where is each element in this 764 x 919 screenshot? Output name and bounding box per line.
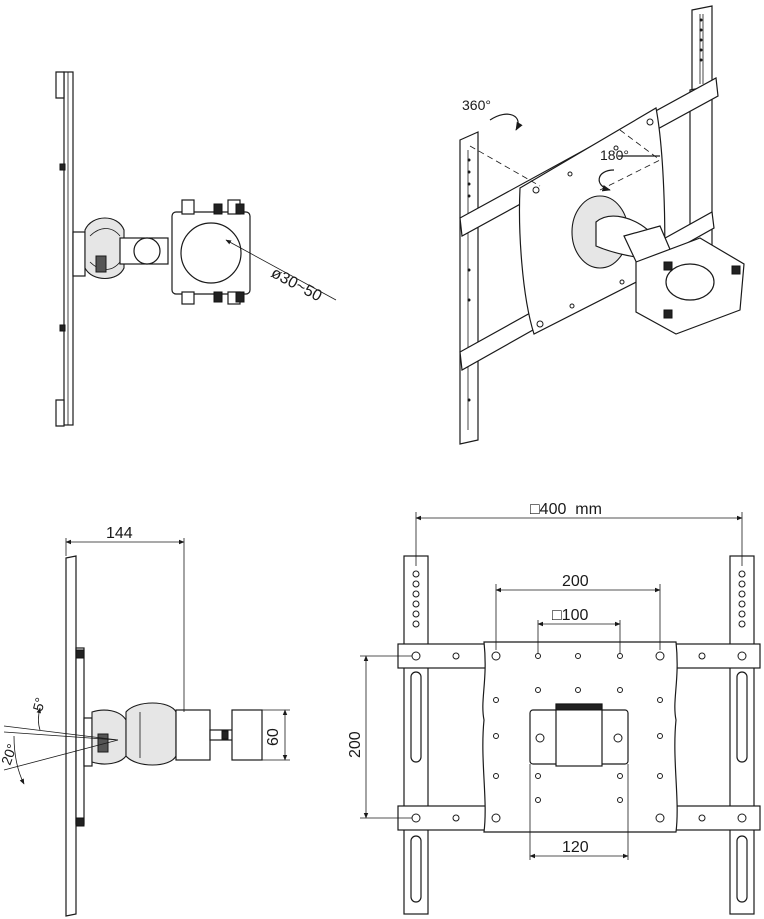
depth-label: 144 [106,525,133,542]
swivel-label: 360° [462,97,491,113]
tilt-down-label: 20° [0,742,20,767]
tilt-up-arc [36,707,41,731]
tilt-label: 180° [600,147,629,163]
side-view-tilt: 144 60 5° 20° [0,525,290,917]
clamp-body [175,709,211,761]
pipe-bore [180,222,242,284]
diameter-label: ø30~50 [268,265,324,306]
front-view: □400 mm 200 □100 200 120 [347,501,761,915]
height-200-label: 200 [347,731,364,758]
tilt-arm [125,702,177,766]
rail-left [459,131,479,445]
screen-edge [65,555,77,917]
front-arm-core [555,703,603,767]
side-view-clamp: ø30~50 [55,71,337,427]
width-200-label: 200 [562,573,589,590]
width-120-label: 120 [562,839,589,856]
top-hook [55,71,65,99]
mount-block [72,231,86,277]
tilt-arrow [598,169,615,192]
swivel-arrow [489,113,523,131]
wall-plate-edge [63,71,74,426]
clamp-jaw [231,709,263,761]
perspective-view: 360° 180° [459,5,745,445]
rail-right-top [691,5,713,91]
tilt-down-arc [13,735,25,785]
bottom-hook [55,399,65,427]
pivot-joint [84,217,125,280]
clamp-label: 60 [265,728,282,746]
pivot-screw [95,255,107,273]
vesa-min-label: □100 [552,607,588,624]
tilt-up-label: 5° [29,696,48,713]
vesa-max-label: □400 mm [530,501,602,518]
